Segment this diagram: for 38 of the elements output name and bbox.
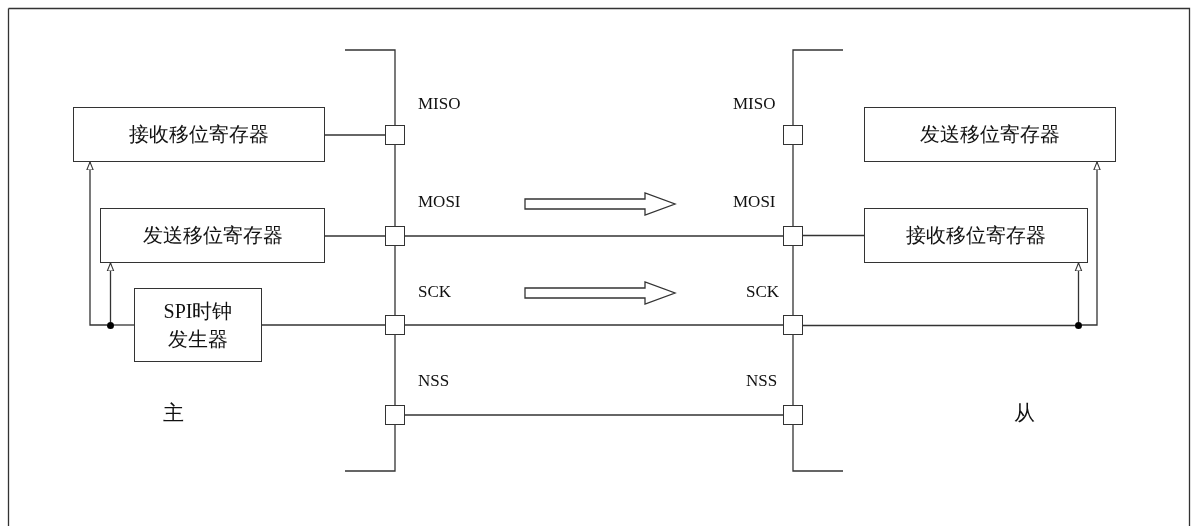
pin-square (385, 125, 405, 145)
clock-generator-box: SPI时钟发生器 (134, 288, 262, 362)
register-box: 发送移位寄存器 (864, 107, 1116, 162)
signal-label: NSS (418, 371, 450, 391)
connector-line (802, 324, 1076, 327)
connector-line (404, 414, 784, 416)
pin-square (385, 405, 405, 425)
connector-line (113, 324, 135, 326)
pin-square (783, 226, 803, 246)
signal-label: SCK (418, 282, 452, 302)
signal-label: MOSI (418, 192, 461, 212)
arrow (1081, 161, 1101, 326)
signal-label: MOSI (733, 192, 776, 212)
connector-line (324, 134, 386, 136)
signal-label: MISO (733, 94, 776, 114)
arrow (1074, 262, 1083, 323)
connector-line (404, 324, 784, 326)
connector-line (404, 235, 784, 237)
arrow (106, 262, 115, 323)
junction-dot (1075, 322, 1082, 329)
pin-square (385, 226, 405, 246)
signal-label: NSS (746, 371, 778, 391)
connector-line (261, 324, 386, 326)
arrow (86, 161, 108, 326)
pin-square (783, 405, 803, 425)
connector-line (802, 234, 865, 237)
signal-label: MISO (418, 94, 461, 114)
pin-square (385, 315, 405, 335)
pin-square (783, 315, 803, 335)
register-box: 接收移位寄存器 (864, 208, 1088, 263)
signal-label: SCK (746, 282, 780, 302)
junction-dot (107, 322, 114, 329)
connector-line (324, 235, 386, 237)
register-box: 接收移位寄存器 (73, 107, 325, 162)
pin-square (783, 125, 803, 145)
register-box: 发送移位寄存器 (100, 208, 325, 263)
side-label: 主 (163, 403, 184, 423)
side-label: 从 (1014, 403, 1035, 423)
